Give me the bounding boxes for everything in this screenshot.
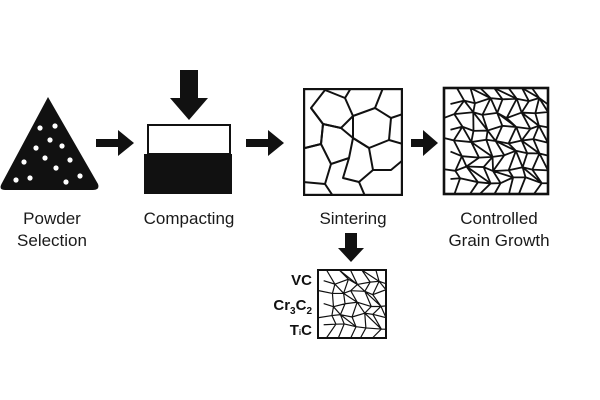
step-label-compacting: Compacting [143, 209, 235, 228]
fine-grains-controlled-icon [442, 86, 550, 196]
arrow-right-icon [411, 130, 438, 156]
step-label-powder-selection: Powder Selection [17, 209, 87, 250]
microstructure-frame [317, 269, 387, 339]
punch-block [147, 124, 231, 155]
step-label-controlled-grain-growth: Controlled Grain Growth [448, 209, 550, 250]
fine-grains-inhibited-icon [317, 269, 387, 339]
microstructure-frame [442, 86, 550, 196]
grain-boundaries [443, 87, 549, 195]
additive-tic: TiC [289, 322, 312, 339]
powder-pile-icon [0, 97, 99, 190]
grain-boundaries [317, 269, 387, 339]
step-label-sintering: Sintering [319, 209, 387, 228]
additive-cr3c2: Cr3C2 [273, 297, 312, 317]
additive-vc: VC [291, 272, 312, 289]
arrow-down-icon [338, 233, 364, 262]
die-block [144, 154, 232, 194]
arrow-right-icon [246, 130, 284, 156]
press-arrow-down-icon [170, 70, 208, 120]
arrow-right-icon [96, 130, 134, 156]
sintered-grains-icon [303, 88, 403, 196]
press-icon [144, 70, 232, 194]
